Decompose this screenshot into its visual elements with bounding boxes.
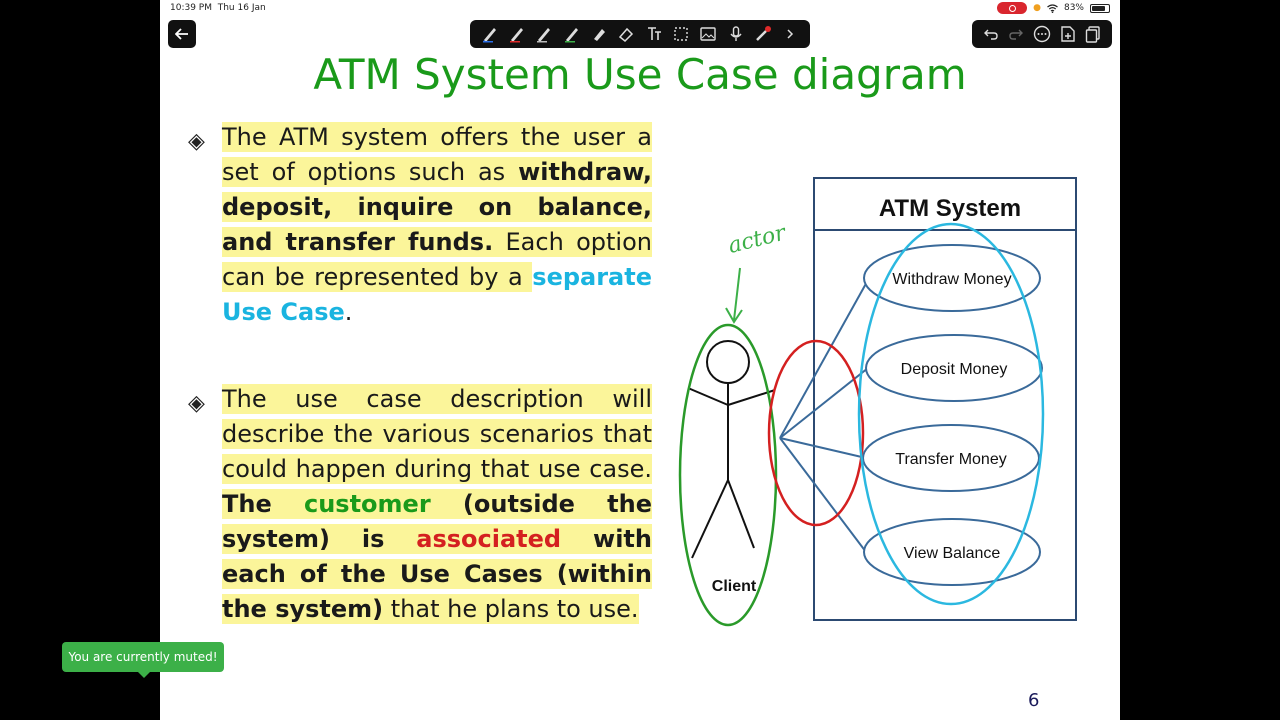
actor-annotation-circle <box>678 323 778 627</box>
para1-period: . <box>344 298 353 326</box>
slide-page: 10:39 PM Thu 16 Jan ● 83% ATM System Us <box>160 0 1120 720</box>
muted-notification-text: You are currently muted! <box>68 650 218 664</box>
use-case-label: Withdraw Money <box>892 271 1011 288</box>
actor-label: Client <box>712 578 757 595</box>
redo-icon[interactable] <box>1005 23 1027 45</box>
pen-icon[interactable] <box>479 23 501 45</box>
association-line <box>779 437 867 553</box>
laser-pointer-icon[interactable] <box>752 23 774 45</box>
use-case-transfer <box>862 424 1040 492</box>
diamond-bullet-icon: ◈ <box>188 391 205 416</box>
system-boundary <box>813 177 1077 621</box>
highlighter-icon[interactable] <box>588 23 610 45</box>
image-icon[interactable] <box>697 23 719 45</box>
para2-the: The <box>222 489 272 519</box>
pen-icon[interactable] <box>533 23 555 45</box>
highlighter-icon[interactable] <box>561 23 583 45</box>
wifi-icon <box>1047 3 1058 13</box>
use-case-diagram: ATM System Withdraw Money Deposit Money … <box>678 177 1077 627</box>
battery-percent: 83% <box>1063 3 1084 13</box>
back-arrow-icon <box>175 28 188 40</box>
eraser-icon[interactable] <box>615 23 637 45</box>
para2-associated: associated <box>416 524 562 554</box>
para1-separate-use-case: separate Use Case <box>222 263 652 326</box>
slide-title: ATM System Use Case diagram <box>313 50 967 99</box>
add-page-icon[interactable] <box>1057 23 1079 45</box>
recording-indicator-icon[interactable] <box>997 2 1028 14</box>
diamond-bullet-icon: ◈ <box>188 129 205 154</box>
actor-annotation-arrow <box>725 267 743 324</box>
para2-that-he-plans: that he plans to use. <box>383 594 639 624</box>
pen-icon[interactable] <box>506 23 528 45</box>
para2-text: The use case description will describe t… <box>222 384 652 484</box>
para2-customer: customer <box>271 489 431 519</box>
use-case-view-balance <box>863 518 1041 586</box>
use-case-label: View Balance <box>904 545 1001 562</box>
use-case-deposit <box>865 334 1043 402</box>
page-number: 6 <box>1028 690 1040 711</box>
pages-icon[interactable] <box>1082 23 1104 45</box>
slide-body: ◈ The ATM system offers the user a set o… <box>182 120 652 627</box>
status-bar: 10:39 PM Thu 16 Jan ● 83% <box>160 0 1120 16</box>
back-button[interactable] <box>168 20 196 48</box>
use-cases-annotation-circle <box>857 222 1045 606</box>
actor-annotation-text: actor <box>726 220 790 259</box>
undo-icon[interactable] <box>980 23 1002 45</box>
muted-notification: You are currently muted! <box>62 642 224 678</box>
bullet-paragraph-1: ◈ The ATM system offers the user a set o… <box>182 120 652 330</box>
location-icon: ● <box>1033 3 1041 13</box>
document-toolbar <box>972 20 1112 48</box>
association-line <box>779 437 867 459</box>
chevron-right-icon[interactable] <box>779 23 801 45</box>
system-label: ATM System <box>879 195 1021 222</box>
use-case-label: Deposit Money <box>901 361 1008 378</box>
association-line <box>779 279 869 439</box>
more-icon[interactable] <box>1031 23 1053 45</box>
text-icon[interactable] <box>643 23 665 45</box>
shape-select-icon[interactable] <box>670 23 692 45</box>
status-time: 10:39 PM Thu 16 Jan <box>170 3 266 13</box>
bullet-paragraph-2: ◈ The use case description will describe… <box>182 382 652 627</box>
microphone-icon[interactable] <box>725 23 747 45</box>
use-case-label: Transfer Money <box>895 451 1006 468</box>
drawing-toolbar <box>470 20 810 48</box>
battery-icon <box>1090 3 1110 13</box>
use-case-withdraw <box>863 244 1041 312</box>
actor-stick-figure <box>687 340 776 559</box>
association-annotation-circle <box>767 339 865 527</box>
